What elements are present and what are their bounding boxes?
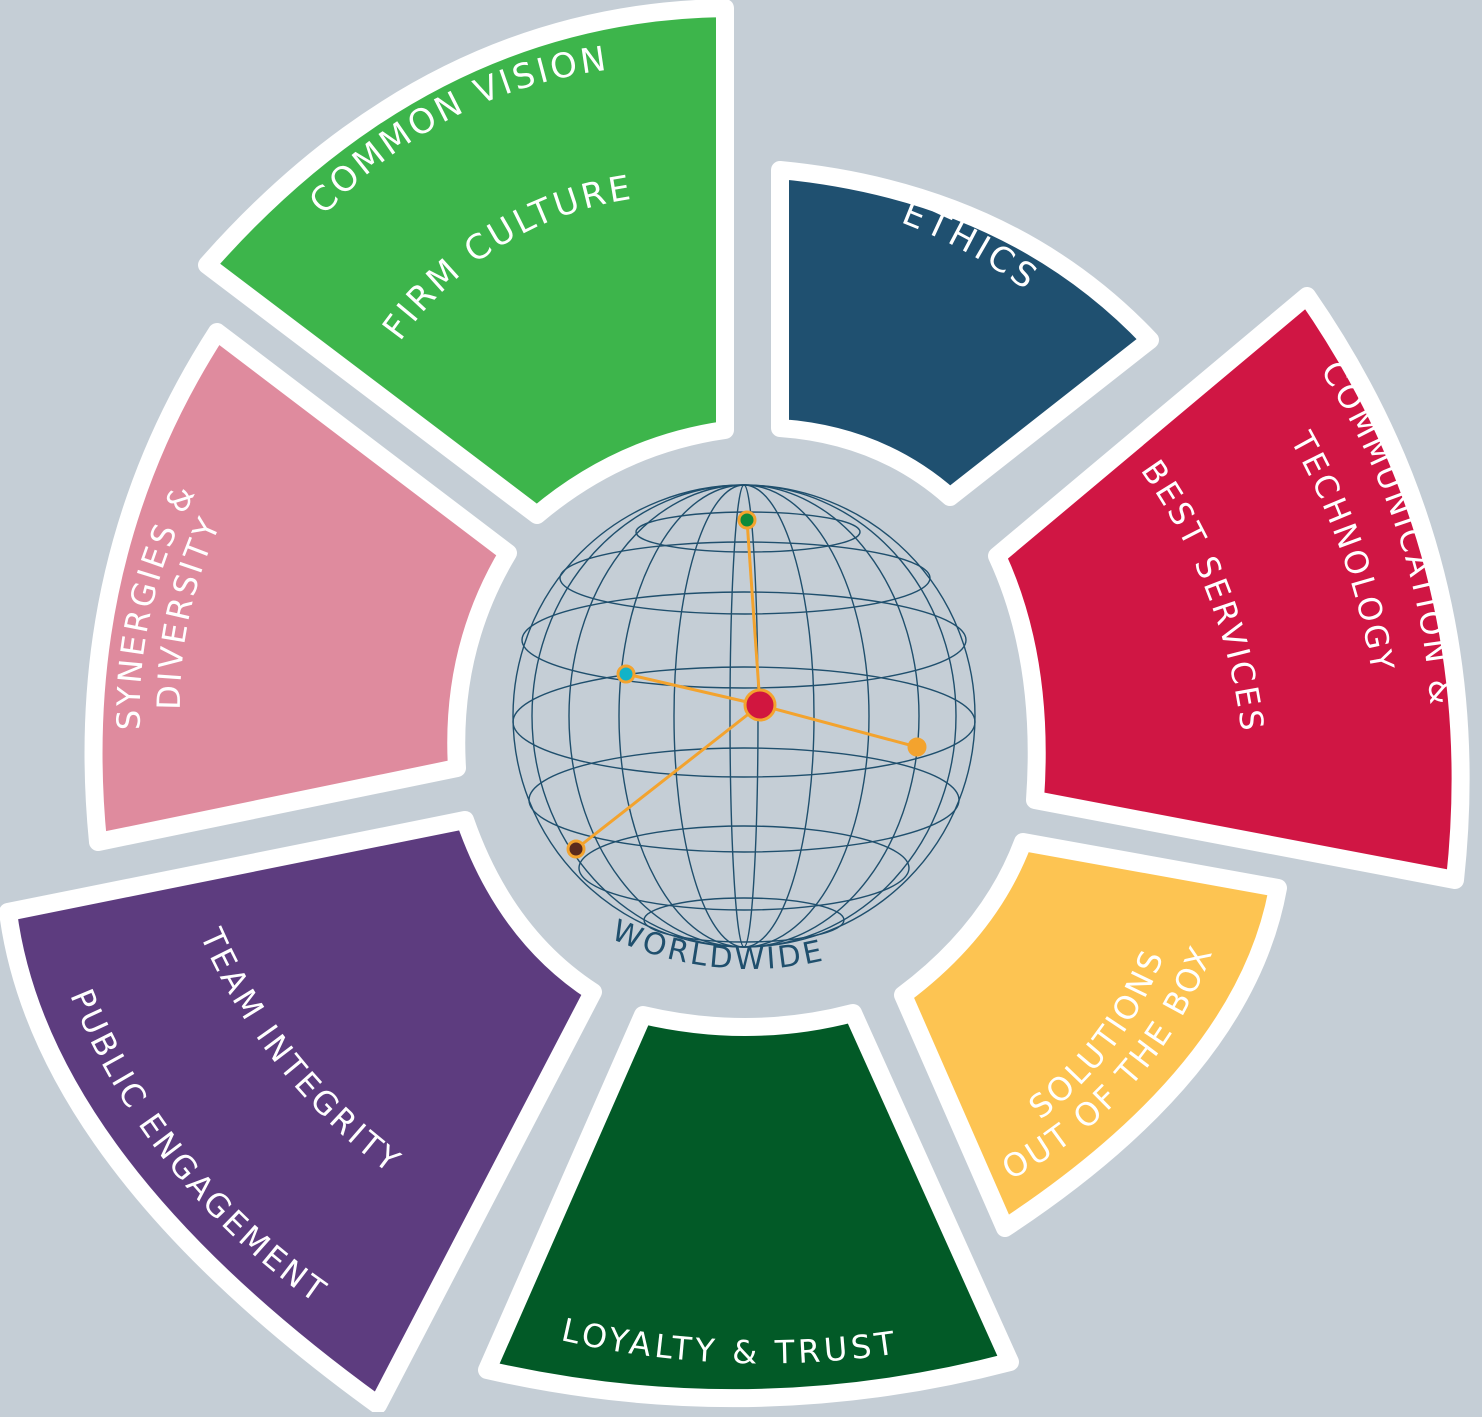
segment-team-shape [0, 811, 602, 1414]
segment-loyalty-shape [478, 1004, 1019, 1408]
globe-network-icon [512, 484, 976, 948]
globe-wireframe [512, 484, 976, 948]
segment-solutions[interactable]: SOLUTIONS OUT OF THE BOX [894, 833, 1287, 1237]
network-node-top [737, 510, 757, 530]
segment-ethics-shape [771, 161, 1159, 506]
segment-communication-shape [988, 287, 1470, 889]
network-node-bottom-left [566, 839, 586, 859]
segment-team[interactable]: TEAM INTEGRITY PUBLIC ENGAGEMENT [0, 811, 602, 1414]
network-link [625, 672, 761, 707]
worldwide-label: WORLDWIDE [607, 913, 828, 977]
segment-synergies[interactable]: SYNERGIES & DIVERSITY [84, 323, 517, 851]
network-links [575, 519, 918, 851]
network-node-right [907, 737, 927, 757]
segment-common-vision-shape [198, 0, 734, 524]
network-link [745, 519, 762, 706]
network-node-left [616, 664, 636, 684]
network-link [575, 703, 761, 851]
segment-loyalty[interactable]: LOYALTY & TRUST [478, 1004, 1019, 1408]
segment-synergies-shape [84, 323, 517, 851]
network-link [759, 703, 918, 749]
network-hub [743, 688, 777, 722]
segment-solutions-shape [894, 833, 1287, 1237]
segment-ethics[interactable]: ETHICS [771, 161, 1159, 506]
